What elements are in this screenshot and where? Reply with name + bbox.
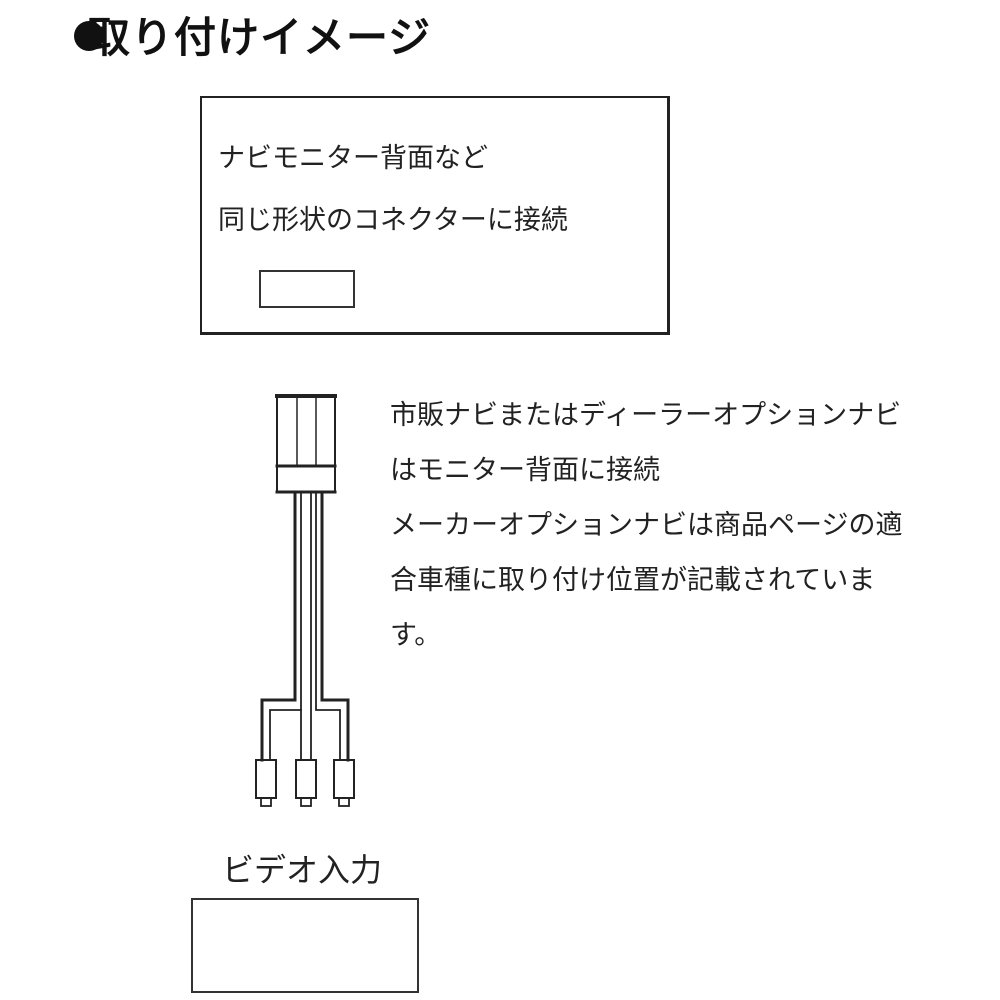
- rca-plug-icon-left: [255, 759, 277, 807]
- monitor-box-line-2: 同じ形状のコネクターに接続: [218, 205, 568, 236]
- rca-plug-icon-right: [333, 759, 355, 807]
- description-line: す。: [390, 620, 442, 651]
- description-line: はモニター背面に接続: [390, 455, 660, 486]
- video-input-label: ビデオ入力: [222, 851, 383, 889]
- rca-plug-icon-middle: [295, 759, 317, 807]
- video-input-box: [191, 898, 419, 993]
- wire-bundle: [260, 490, 350, 762]
- monitor-box-line-1: ナビモニター背面など: [218, 143, 488, 174]
- navi-monitor-box: ナビモニター背面など 同じ形状のコネクターに接続: [200, 96, 670, 335]
- description-line: メーカーオプションナビは商品ページの適: [390, 510, 903, 541]
- description-line: 合車種に取り付け位置が記載されていま: [390, 565, 876, 596]
- multi-pin-connector-icon: [275, 394, 337, 494]
- description-line: 市販ナビまたはディーラーオプションナビ: [390, 400, 902, 431]
- section-header: [70, 6, 104, 66]
- connector-port-icon: [259, 270, 355, 308]
- page-title: 取り付けイメージ: [88, 13, 432, 62]
- connection-description: 市販ナビまたはディーラーオプションナビ はモニター背面に接続 メーカーオプション…: [390, 388, 950, 663]
- bullet-icon: [74, 21, 104, 51]
